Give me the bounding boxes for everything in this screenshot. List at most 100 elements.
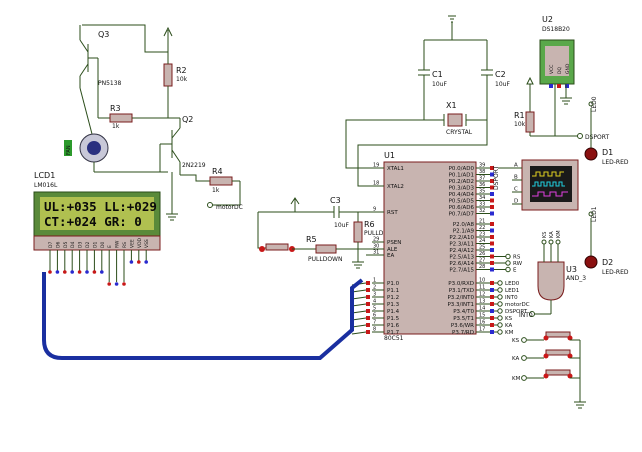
gate-input-terminal[interactable]	[548, 239, 554, 245]
ground-symbol-top	[448, 15, 456, 23]
resistor-r1[interactable]	[525, 111, 535, 133]
p2-net-terminal[interactable]	[505, 253, 511, 260]
p3-net-terminal[interactable]	[497, 322, 503, 328]
pin-state-marker	[490, 211, 494, 216]
int0-label: INT0	[519, 312, 533, 319]
mcu-pin-name: P2.2/A10	[449, 235, 474, 241]
dsport-terminal[interactable]	[577, 133, 583, 139]
gate-input-label: KA	[549, 231, 555, 238]
p3-net-terminal[interactable]	[497, 280, 503, 286]
mcu-pin-number: 39	[479, 163, 485, 169]
r3-value: 1k	[112, 123, 120, 130]
gate-input-label: KS	[542, 232, 548, 238]
p3-net-terminal[interactable]	[497, 308, 503, 314]
mcu-pin-name: P3.2/INT0	[447, 295, 474, 301]
p2-net-terminal[interactable]	[505, 260, 511, 266]
switch-terminal[interactable]	[521, 355, 527, 361]
scope-channel-label: D	[514, 199, 518, 205]
mcu-pin-number: 10	[479, 278, 485, 284]
pin-state-marker	[557, 84, 561, 88]
transistor-q3[interactable]	[79, 25, 99, 118]
u3-ref: U3	[566, 265, 577, 274]
led-d2[interactable]: LED1 D2 LED-RED	[584, 206, 629, 276]
u3-model: AND_3	[566, 275, 586, 282]
p3-net-terminal[interactable]	[497, 294, 503, 300]
push-button[interactable]	[545, 331, 571, 338]
resistor-r5[interactable]	[315, 244, 337, 254]
gate-input-terminal[interactable]	[541, 239, 547, 245]
p3-net-terminal[interactable]	[497, 315, 503, 321]
mcu-pin-number: 13	[479, 299, 485, 305]
c1-value: 10uF	[432, 81, 447, 88]
motordc-terminal[interactable]	[207, 202, 213, 208]
pin-state-marker	[490, 241, 494, 246]
x1-ref: X1	[446, 101, 457, 110]
pin-state-marker	[366, 316, 370, 320]
bus-entry	[351, 324, 367, 328]
resistor-r6[interactable]	[353, 221, 363, 243]
push-button[interactable]	[545, 349, 571, 356]
lcd-pin-header	[33, 235, 161, 251]
mcu-right-pins: P0.0/AD039P0.1/AD138P0.2/AD237P0.3/AD336…	[447, 163, 529, 337]
lcd-pin-label: VSS	[144, 239, 150, 248]
switch-contact	[543, 373, 549, 379]
led-d1[interactable]: LED0 D1 LED-RED	[584, 96, 629, 166]
mcu-pin-number: 27	[479, 258, 485, 264]
gate-input-terminal[interactable]	[555, 239, 561, 245]
microcontroller-u1[interactable]: U1 80C51 19XTAL118XTAL29RST29PSEN30ALE31…	[351, 151, 530, 342]
d1-net: LED0	[591, 96, 598, 112]
lcd-pin-dot	[48, 270, 52, 274]
d2-model: LED-RED	[602, 269, 629, 276]
lcd-line-2: CT:+024 GR: 0	[44, 214, 142, 229]
mcu-pin-name: P3.3/INT1	[447, 302, 474, 308]
pin-state-marker	[490, 179, 494, 183]
r1-ref: R1	[514, 111, 525, 120]
u2-pin-label: DQ	[557, 67, 563, 74]
mcu-pin-name: P0.5/AD5	[449, 199, 475, 205]
bus-entry	[351, 303, 367, 307]
reset-button[interactable]	[265, 243, 289, 251]
resistor-r4[interactable]	[209, 176, 233, 186]
scope-channel-label: B	[514, 175, 518, 181]
motordc-label: motorDC	[216, 204, 243, 211]
r6-ref: R6	[364, 220, 375, 229]
lcd-display: LCD1 LM016L UL:+035 LL:+029 CT:+024 GR: …	[33, 171, 161, 286]
lcd-pin-label: D3	[78, 242, 84, 248]
lcd-ref: LCD1	[34, 171, 55, 180]
mcu-pin-name: P3.4/T0	[453, 309, 474, 315]
p3-net-label: KA	[505, 323, 513, 329]
crystal-x1[interactable]	[447, 113, 463, 127]
pin-state-marker	[366, 302, 370, 306]
mcu-pin-number: 31	[373, 250, 379, 256]
switch-contact	[543, 335, 549, 341]
mcu-pin-name: P3.5/T1	[453, 316, 474, 322]
resistor-r3[interactable]	[109, 113, 133, 123]
mcu-pin-number: 17	[479, 327, 485, 333]
mcu-pin-number: 35	[479, 189, 485, 195]
pin-state-marker	[366, 295, 370, 299]
switch-terminal[interactable]	[521, 337, 527, 343]
p3-net-terminal[interactable]	[497, 329, 503, 335]
p3-net-terminal[interactable]	[497, 287, 503, 293]
p3-net-terminal[interactable]	[497, 301, 503, 307]
transistor-q2[interactable]	[159, 117, 181, 175]
p3-net-label: KS	[505, 316, 513, 322]
int0-terminal[interactable]	[529, 311, 535, 317]
pin-state-marker	[490, 205, 494, 209]
switch-terminal[interactable]	[521, 375, 527, 381]
mcu-pin-name: P0.3/AD3	[449, 186, 475, 192]
p2-net-terminal[interactable]	[505, 266, 511, 273]
data-bus	[42, 272, 364, 360]
push-button[interactable]	[545, 369, 571, 376]
mcu-pin-number: 25	[479, 245, 485, 251]
lcd-pin-label: D4	[70, 242, 76, 248]
resistor-r2[interactable]	[163, 63, 173, 87]
mcu-pin-number: 37	[479, 176, 485, 182]
u2-ref: U2	[542, 15, 553, 24]
vcc-arrow-2	[290, 197, 300, 206]
